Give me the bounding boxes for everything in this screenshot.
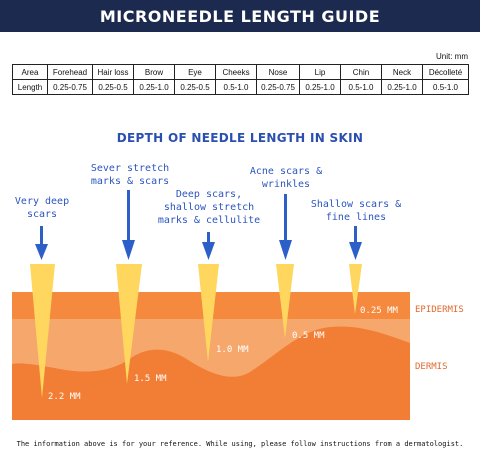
label-line: Acne scars & <box>249 166 323 177</box>
arrow-shaft <box>127 190 130 242</box>
length-table: Area Forehead Hair loss Brow Eye Cheeks … <box>12 64 469 95</box>
disclaimer: The information above is for your refere… <box>16 440 464 448</box>
needle-1-5mm <box>116 264 142 384</box>
needle-0-5mm <box>276 264 294 338</box>
depth-0-25mm: 0.25 MM <box>360 306 398 316</box>
arrow-5 <box>349 226 362 260</box>
arrow-1 <box>35 226 48 260</box>
depth-0-5mm: 0.5 MM <box>292 331 325 341</box>
label-shallow-scars: Shallow scars & fine lines <box>304 198 408 224</box>
needle-1-0mm <box>198 264 219 362</box>
unit-note: Unit: mm <box>436 52 468 61</box>
arrow-head <box>202 242 215 260</box>
label-deep-scars-cellulite: Deep scars, shallow stretch marks & cell… <box>156 188 262 227</box>
label-line: Sever stretch <box>90 163 170 174</box>
label-acne-scars-wrinkles: Acne scars & wrinkles <box>240 165 332 191</box>
page-title: MICRONEEDLE LENGTH GUIDE <box>99 6 381 26</box>
needle-0-25mm <box>349 264 362 314</box>
label-line: scars <box>26 209 58 220</box>
label-line: Very deep <box>14 196 70 207</box>
epidermis-label: EPIDERMIS <box>415 305 464 315</box>
table-cell: 0.25-0.5 <box>92 79 134 95</box>
arrow-2 <box>122 190 135 260</box>
label-line: fine lines <box>325 212 387 223</box>
label-line: marks & scars <box>90 176 170 187</box>
label-line: Shallow scars & <box>310 199 402 210</box>
arrow-shaft <box>284 194 287 242</box>
dermis-label: DERMIS <box>415 362 448 372</box>
depth-1-5mm: 1.5 MM <box>134 374 167 384</box>
arrow-head <box>35 244 48 260</box>
label-line: marks & cellulite <box>157 215 261 226</box>
title-banner: MICRONEEDLE LENGTH GUIDE <box>0 0 480 32</box>
table-cell: 0.5-1.0 <box>215 79 257 95</box>
label-very-deep-scars: Very deep scars <box>6 195 78 221</box>
label-line: wrinkles <box>261 179 311 190</box>
needle-2-2mm <box>30 264 55 398</box>
arrow-shaft <box>207 232 210 244</box>
table-cell: 0.5-1.0 <box>422 79 469 95</box>
arrow-shaft <box>40 226 43 246</box>
table-row-length: Length 0.25-0.75 0.25-0.5 0.25-1.0 0.25-… <box>12 79 469 95</box>
table-cell: 0.25-0.75 <box>256 79 300 95</box>
arrow-head <box>122 240 135 260</box>
arrow-3 <box>202 232 215 260</box>
dermis-layer <box>12 318 410 377</box>
depth-1-0mm: 1.0 MM <box>216 345 249 355</box>
diagram-title: DEPTH OF NEEDLE LENGTH IN SKIN <box>116 131 364 145</box>
depth-2-2mm: 2.2 MM <box>48 392 81 402</box>
label-line: Deep scars, <box>175 189 243 200</box>
arrow-head <box>279 240 292 260</box>
label-stretch-marks: Sever stretch marks & scars <box>80 162 180 188</box>
arrow-head <box>349 242 362 260</box>
arrow-shaft <box>354 226 357 244</box>
arrow-4 <box>279 194 292 260</box>
label-line: shallow stretch <box>163 202 255 213</box>
